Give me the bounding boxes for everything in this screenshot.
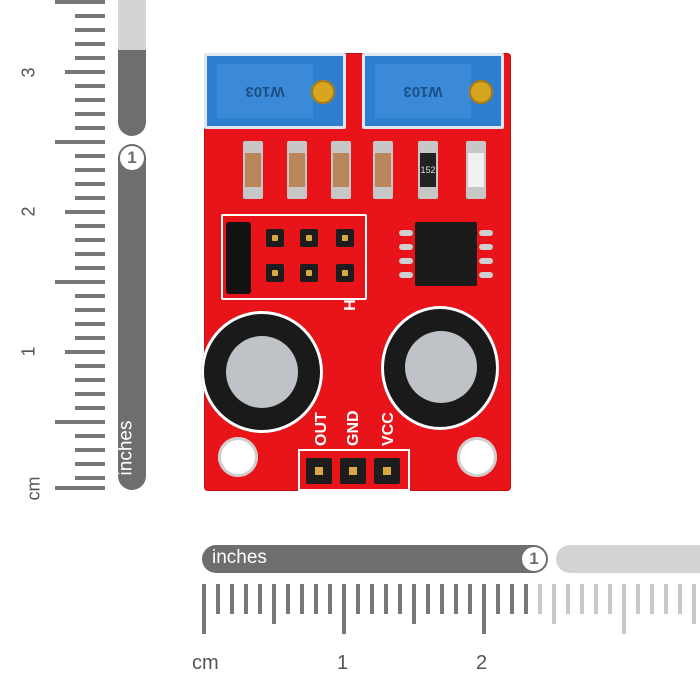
potentiometer-left: W103 [204,53,346,129]
potentiometer-left-label: W103 [217,64,313,118]
smd-resistor: 152 [418,141,438,199]
pin-label-vcc: VCC [380,412,397,446]
trim-screw-icon [469,80,493,104]
trim-screw-icon [311,80,335,104]
header-pin [336,264,354,282]
output-pin [306,458,332,484]
ic-leg [479,272,493,278]
pin-label-gnd: GND [345,410,362,446]
vertical-inch-badge: 1 [120,146,144,170]
header-pin [266,264,284,282]
vertical-cm-number-1: 1 [18,346,39,357]
ic-leg [399,272,413,278]
ic-leg [479,258,493,264]
mounting-hole-left [218,437,258,477]
header-pin [300,264,318,282]
vertical-ruler-ticks [55,0,105,490]
smd-capacitor [243,141,263,199]
ic-leg [479,230,493,236]
potentiometer-right-label: W103 [375,64,471,118]
output-header-outline [298,449,410,491]
smd-capacitor [373,141,393,199]
output-pin [374,458,400,484]
horizontal-inch-label: inches [212,547,267,568]
jumper-header-outline [221,214,367,300]
header-pin [300,229,318,247]
mounting-hole-right [457,437,497,477]
vertical-inch-label: inches [115,420,137,476]
horizontal-cm-unit: cm [192,652,219,674]
vertical-inch-bar-light [118,0,146,50]
vertical-inch-bar-upper [118,50,146,136]
smd-capacitor [287,141,307,199]
smd-capacitor [331,141,351,199]
vertical-cm-unit: cm [23,476,44,501]
horizontal-inch-bar-light [556,545,700,573]
jumper-cap [226,222,251,294]
output-pin [340,458,366,484]
pin-label-out: OUT [313,412,330,446]
header-pin [266,229,284,247]
ic-leg [399,230,413,236]
ic-chip [415,222,477,286]
ic-leg [399,244,413,250]
electrolytic-capacitor-right [381,306,499,430]
ic-leg [399,258,413,264]
vertical-inch-bar-lower [118,144,146,490]
ic-leg [479,244,493,250]
resistor-code: 152 [420,153,436,187]
header-label: H [339,299,357,311]
vertical-cm-number-2: 2 [18,206,39,217]
header-pin [336,229,354,247]
horizontal-cm-number-2: 2 [476,652,488,674]
potentiometer-right: W103 [362,53,504,129]
horizontal-ruler-ticks [202,584,696,634]
vertical-cm-number-3: 3 [18,67,39,78]
horizontal-cm-number-1: 1 [337,652,349,674]
horizontal-inch-badge: 1 [522,547,546,571]
horizontal-inch-bar [202,545,548,573]
electrolytic-capacitor-left [201,311,323,433]
smd-led [466,141,486,199]
